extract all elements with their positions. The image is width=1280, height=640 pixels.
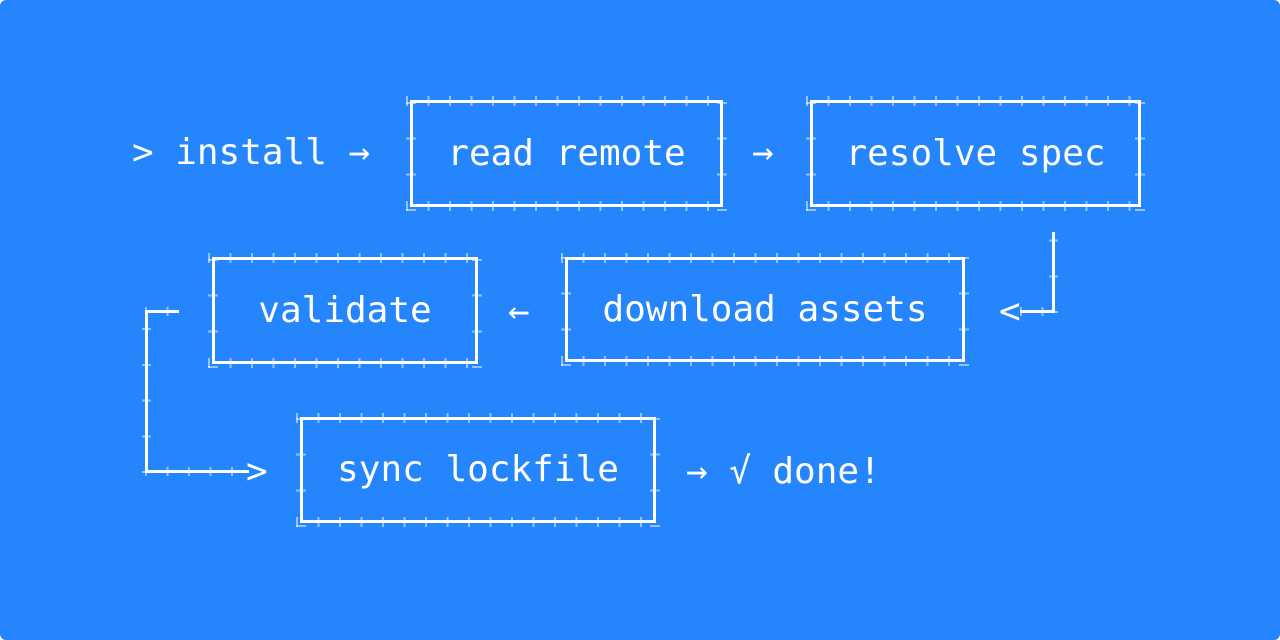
node-validate: validate [208,253,482,368]
done-line: → √ done! [686,454,881,490]
node-label: resolve spec [845,132,1106,174]
node-label: sync lockfile [337,449,619,490]
node-sync-lockfile: sync lockfile [296,413,660,527]
node-read-remote: read remote [406,96,727,211]
prompt-symbol: > [132,132,154,173]
node-download-assets: download assets [561,253,969,366]
node-label: validate [258,289,432,331]
arrowhead-left-icon: < [999,291,1021,332]
check-icon: √ [729,451,751,492]
connector-line-horizontal [1020,307,1055,316]
arrow-left-icon: ← [508,291,530,332]
connector-line-vertical [142,310,151,473]
done-label: done! [772,451,881,492]
connector-line-horizontal [145,467,249,476]
node-resolve-spec: resolve spec [806,96,1145,211]
connector-line-horizontal [145,307,179,316]
start-line: > install → [132,135,370,171]
arrow-right-icon: → [686,451,708,492]
arrow-right-icon: → [348,132,371,173]
node-label: download assets [602,288,928,330]
command-label: install [175,132,327,173]
arrow-right-icon: → [752,132,774,173]
connector-line-vertical [1049,232,1058,313]
arrowhead-right-icon: > [246,451,268,492]
node-label: read remote [447,132,686,174]
